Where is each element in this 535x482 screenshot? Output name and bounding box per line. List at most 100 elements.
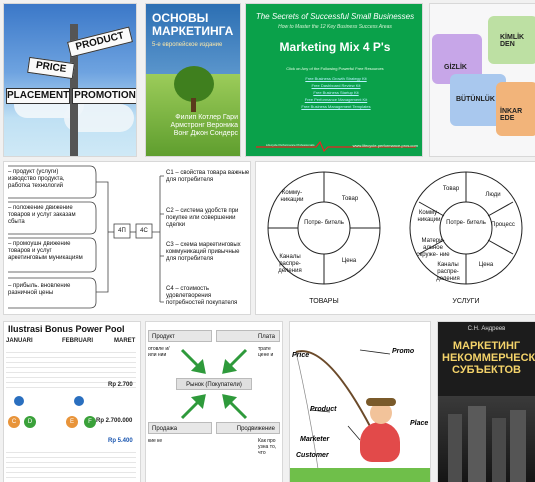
puzzle-piece-orange (496, 82, 535, 136)
tree-trunk (191, 98, 196, 112)
image-tile-bonus-power-pool[interactable]: Ilustrasi Bonus Power Pool JANUARI FEBRU… (4, 322, 140, 482)
cell-top-right: трате цене и (258, 346, 274, 358)
label-gizlik: GİZLİK (444, 64, 467, 71)
label-promo: Promo (392, 348, 415, 355)
sign-price: PRICE (27, 56, 75, 80)
label-customer: Customer (296, 452, 329, 459)
flow-item-c2: С2 – система удобств при покупке или сов… (166, 208, 239, 228)
image-tile-goods-services-circles[interactable]: Потре- битель Комму- никации Товар Канал… (256, 162, 535, 314)
bonus-text-block (6, 348, 136, 392)
tree-icon (174, 66, 214, 102)
node-c-icon: C (8, 416, 20, 428)
amount-2: Rp 2.700.000 (96, 418, 133, 424)
puzzle-piece-green (488, 16, 535, 64)
label-butunluk: BÜTÜNLÜK (456, 96, 495, 103)
col-februari: FEBRUARI (62, 338, 93, 344)
footer-sales: Продажа (148, 422, 212, 434)
bonus-title: Ilustrasi Bonus Power Pool (8, 324, 125, 334)
label-price: Price (292, 352, 310, 359)
label-product: Product (310, 406, 337, 413)
image-tile-4p-4c-diagram[interactable]: – продукт (услуги) изводство продукта, р… (4, 162, 250, 314)
flow-item-c1: С1 – свойства товара важные для потребит… (166, 170, 250, 183)
flow-item-place: – положение движение товаров и услуг зак… (8, 205, 76, 225)
node-b-icon (74, 396, 84, 406)
resource-link[interactable]: Free Business Management Templates (301, 104, 371, 109)
node-f-icon: F (84, 416, 96, 428)
label-kimlik: KİMLİK DEN (500, 34, 525, 48)
services-seg-product: Товар (442, 186, 460, 192)
node-4c: 4С (140, 228, 148, 234)
header-price: Плата (216, 330, 280, 342)
flow-item-promotion: – промоушн движение товаров и услуг арке… (8, 241, 83, 261)
cell-bottom-left: кие ке (148, 438, 163, 444)
fisherman-head (370, 402, 392, 424)
services-seg-comm: Комму- никации (417, 210, 441, 223)
resource-link[interactable]: Free Business Growth Strategy Kit (305, 76, 367, 81)
building (468, 406, 486, 482)
label-marketer: Marketer (300, 436, 330, 443)
services-caption: УСЛУГИ (452, 298, 480, 305)
flow-lines (8, 165, 164, 309)
building (510, 410, 526, 482)
mix-subtitle: How to Master the 12 Key Business Succes… (278, 24, 392, 30)
label-place: Place (410, 420, 429, 427)
mix-brand: Lifecycle Performance Professionals (266, 143, 315, 147)
image-tile-book-marketing-nonprofit[interactable]: С.Н. Андреев МАРКЕТИНГ НЕКОММЕРЧЕСКИХ СУ… (438, 322, 535, 482)
node-a-icon (14, 396, 24, 406)
resource-link[interactable]: Free Business Startup Kit (313, 90, 359, 95)
heartbeat-icon (256, 140, 416, 152)
goods-seg-price: Цена (341, 258, 357, 264)
market-center: Рынок (Покупатели) (176, 378, 252, 390)
flow-item-c3: С3 – схема маркетинговых коммуникаций пр… (166, 242, 241, 262)
col-januari: JANUARI (6, 338, 33, 344)
image-tile-fishing-marketer[interactable]: Price Promo Product Marketer Customer Pl… (290, 322, 430, 482)
flow-item-c4: С4 – стоимость удовлетворения потребност… (166, 286, 238, 306)
goods-seg-comm: Комму- никации (280, 190, 304, 203)
services-center: Потре- битель (446, 220, 486, 226)
book-cover-sky (146, 4, 240, 74)
resource-link[interactable]: Free Dashboard Review Kit (311, 83, 361, 88)
node-e-icon: E (66, 416, 78, 428)
flow-item-product: – продукт (услуги) изводство продукта, р… (8, 169, 65, 189)
mix-footer-url: www.lifecycle-performance-pros.com (352, 143, 418, 148)
image-tile-puzzle[interactable]: GİZLİK KİMLİK DEN BÜTÜNLÜK İNKAR EDE (430, 4, 535, 156)
mix-title: The Secrets of Successful Small Business… (255, 12, 415, 21)
image-tile-marketing-mix-4ps[interactable]: The Secrets of Successful Small Business… (246, 4, 422, 156)
node-4p: 4П (118, 228, 126, 234)
resource-link[interactable]: Free Performance Management Kit (304, 97, 368, 102)
image-tile-signpost[interactable]: PRODUCT PRICE PLACEMENT PROMOTION (4, 4, 136, 156)
book-title: МАРКЕТИНГ НЕКОММЕРЧЕСКИХ СУБЪЕКТОВ (442, 340, 535, 376)
goods-seg-channels: Каналы распре- деления (278, 254, 302, 274)
cell-top-left: отовле и/или нии (148, 346, 170, 358)
circle-diagrams (267, 171, 523, 285)
fisherman-hat (366, 398, 396, 406)
goods-center: Потре- битель (304, 220, 344, 226)
book-title: ОСНОВЫ МАРКЕТИНГА (152, 11, 234, 38)
goods-seg-product: Товар (341, 196, 359, 202)
fisherman-icon (360, 422, 400, 462)
grass (290, 468, 430, 482)
cell-bottom-right: Как про узна то, что (258, 438, 277, 456)
bonus-footer-text (6, 448, 136, 478)
book-authors: Филип Котлер Гари Армстронг Вероника Вон… (170, 114, 238, 137)
arrows-to-market (180, 348, 248, 420)
mix-cta: Click on Any of the Following Powerful F… (286, 66, 384, 71)
services-seg-physical: Матери- альное окруже- ние (416, 238, 450, 258)
building (448, 414, 462, 482)
book-author: С.Н. Андреев (467, 326, 506, 332)
image-tile-market-grid[interactable]: Продукт Плата отовле и/или нии трате цен… (146, 322, 282, 482)
footer-promotion: Продвижение (216, 422, 280, 434)
sign-promotion: PROMOTION (72, 88, 136, 104)
mix-heading: Marketing Mix 4 P's (279, 40, 391, 54)
book-subtitle: 5-е европейское издание (152, 42, 223, 48)
services-seg-process: Процесс (491, 222, 515, 228)
goods-caption: ТОВАРЫ (309, 298, 339, 305)
building (492, 418, 506, 482)
amount-3: Rp 5.400 (108, 438, 133, 444)
services-seg-channels: Каналы распре- деления (436, 262, 460, 282)
image-tile-book-osnovy-marketinga[interactable]: ОСНОВЫ МАРКЕТИНГА 5-е европейское издани… (146, 4, 240, 156)
sign-placement: PLACEMENT (6, 88, 70, 104)
services-seg-price: Цена (478, 262, 494, 268)
node-d-icon: D (24, 416, 36, 428)
services-seg-people: Люди (485, 192, 501, 198)
